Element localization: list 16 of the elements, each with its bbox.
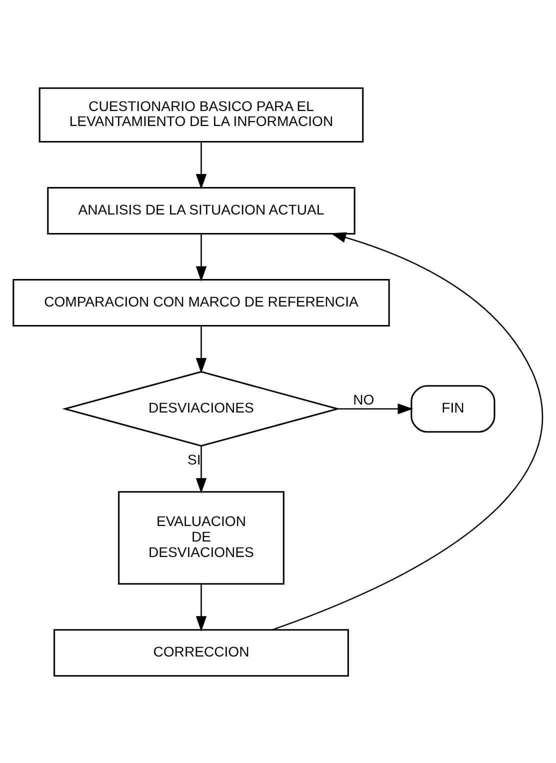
node-box: EVALUACION DE DESVIACIONES [118, 490, 284, 584]
node-box: COMPARACION CON MARCO DE REFERENCIA [12, 278, 390, 326]
arrow [196, 326, 207, 373]
arrow [338, 402, 414, 414]
node-diamond: DESVIACIONES [62, 370, 340, 446]
arrow [196, 446, 207, 494]
node-box: CORRECCION [54, 628, 349, 676]
node-box: FIN [410, 384, 496, 432]
arrow [272, 232, 542, 630]
edge-label: SI [188, 451, 201, 468]
node-box: ANALISIS DE LA SITUACION ACTUAL [47, 186, 356, 234]
edge-label: NO [353, 391, 374, 408]
arrow [196, 583, 207, 631]
arrow [196, 234, 207, 282]
node-box: CUESTIONARIO BASICO PARA EL LEVANTAMIENTO DE LA INFORMACION [38, 86, 364, 142]
arrow [196, 142, 207, 189]
